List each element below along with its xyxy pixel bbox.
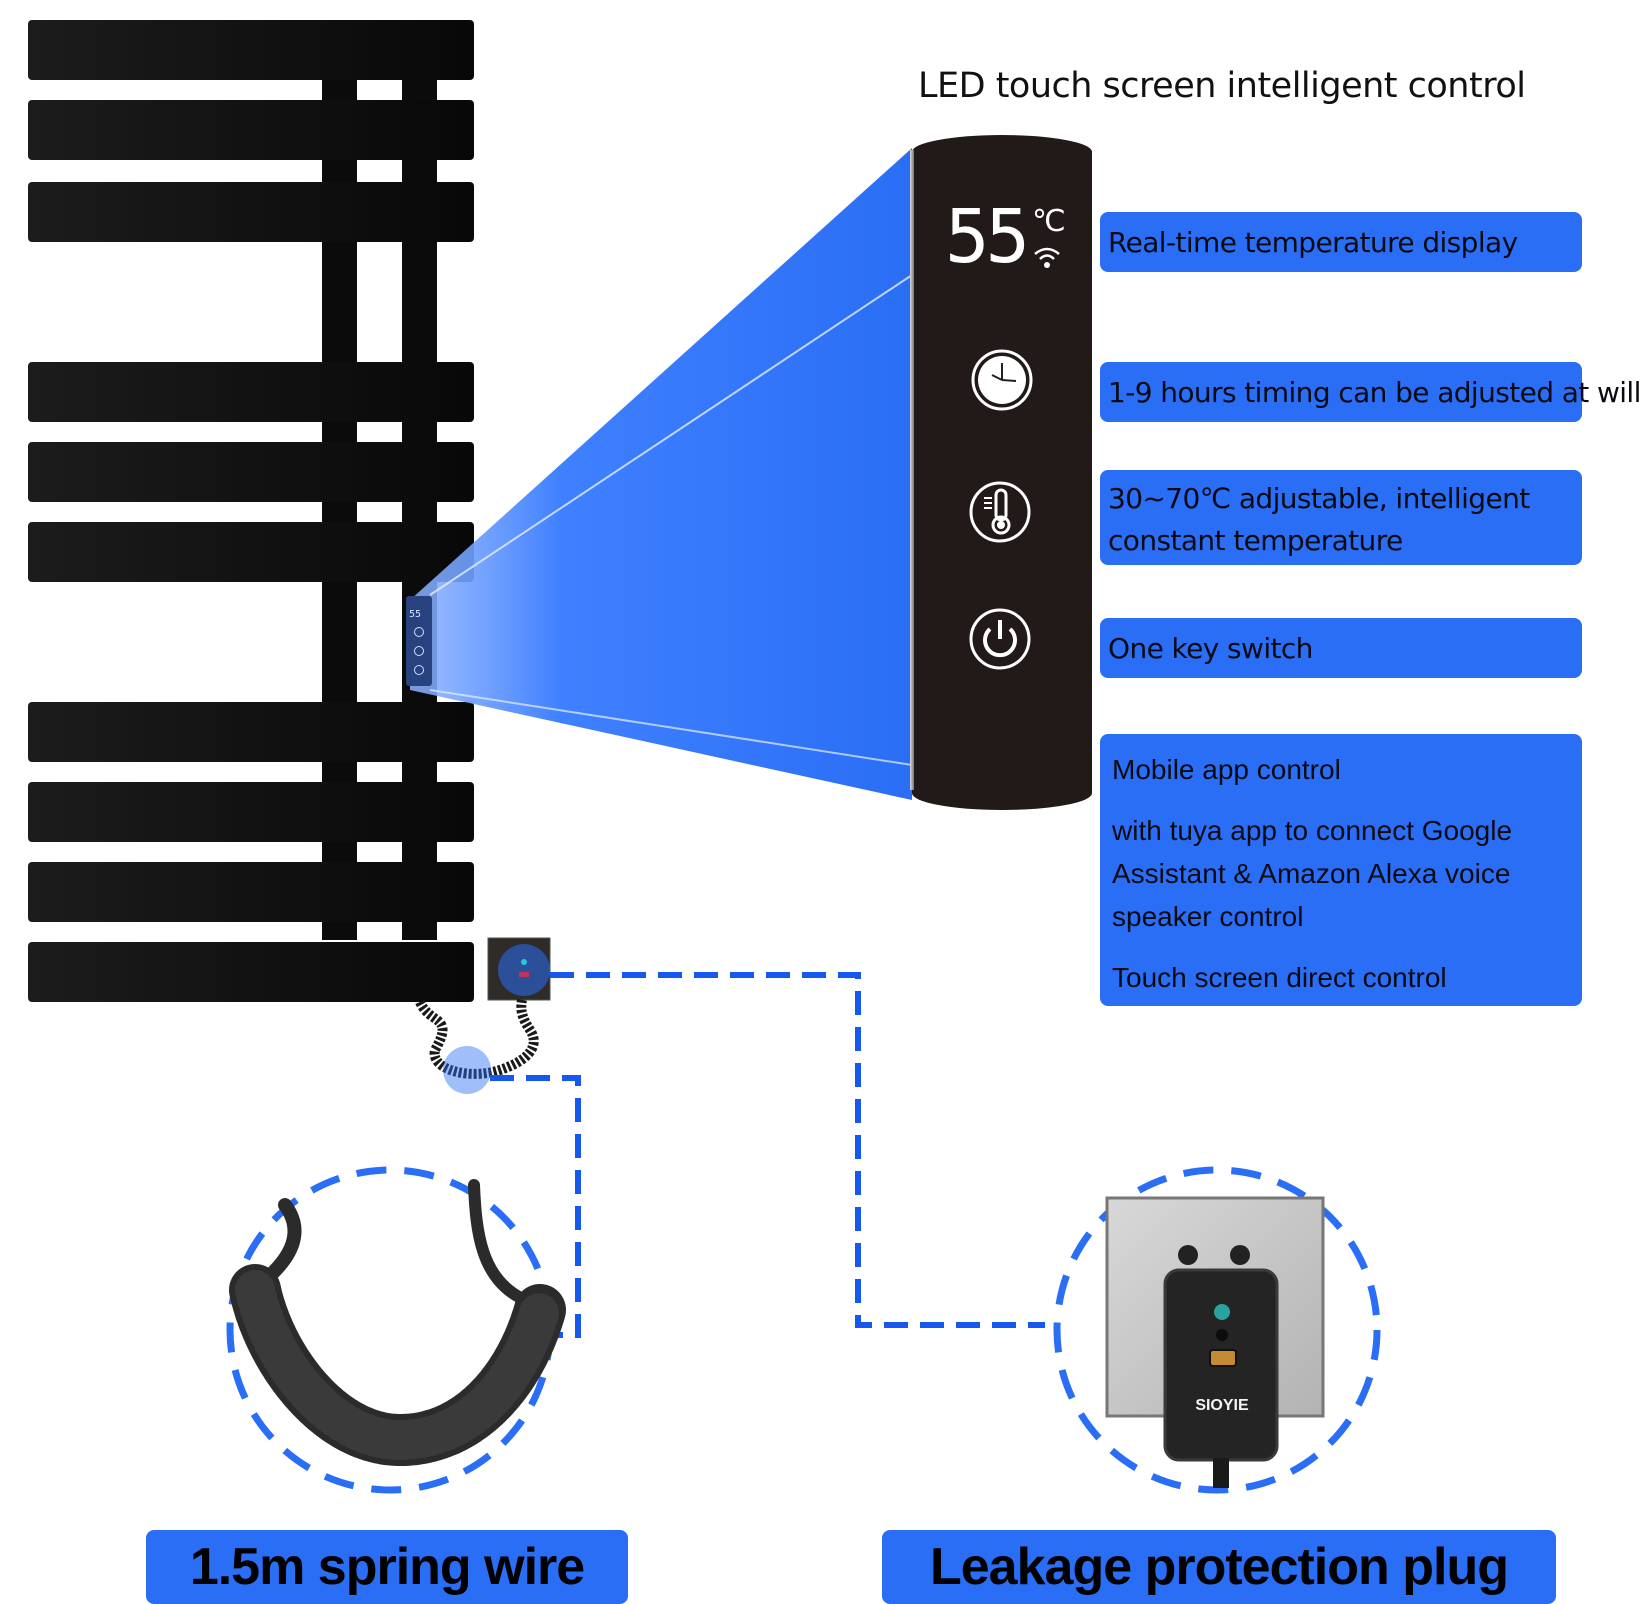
wifi-icon	[1034, 247, 1060, 268]
plug-test-button	[1209, 1349, 1237, 1367]
beam-highlight	[429, 274, 913, 596]
power-icon[interactable]	[968, 607, 1032, 671]
feature-one-key-switch: One key switch	[1100, 618, 1582, 678]
beam-highlight	[429, 689, 913, 766]
towel-bars	[28, 20, 474, 1002]
panel-edge	[910, 150, 914, 790]
app-heading: Mobile app control	[1112, 754, 1341, 785]
dashed-connectors	[490, 972, 1045, 1338]
app-footer: Touch screen direct control	[1112, 962, 1447, 993]
socket-button	[519, 972, 529, 977]
illustration: 55 SIOYIE	[28, 20, 1381, 1494]
app-line: with tuya app to connect Google	[1112, 815, 1513, 846]
plug-cord	[1213, 1458, 1229, 1488]
control-panel[interactable]	[912, 135, 1092, 810]
app-line: Assistant & Amazon Alexa voice	[1112, 858, 1511, 889]
feature-app-control: Mobile app control with tuya app to conn…	[1100, 734, 1582, 1006]
mini-power-icon	[414, 665, 424, 675]
towel-bar	[28, 100, 474, 160]
temperature-readout: 55	[945, 194, 1030, 280]
page-title: LED touch screen intelligent control	[918, 66, 1526, 106]
towel-bar	[28, 782, 474, 842]
spring-wire-image	[229, 1179, 566, 1467]
towel-bar	[28, 522, 474, 582]
temperature-unit: ℃	[1032, 204, 1066, 239]
connector-plug	[550, 972, 1045, 1328]
plug-circle	[1053, 1166, 1381, 1494]
thermometer-icon[interactable]	[968, 480, 1032, 544]
towel-bar	[28, 182, 474, 242]
mini-thermometer-icon	[414, 646, 424, 656]
towel-bar	[28, 862, 474, 922]
towel-bar	[28, 942, 474, 1002]
app-line: speaker control	[1112, 901, 1304, 932]
plug-pin	[1230, 1245, 1250, 1265]
coiled-cable-small	[415, 999, 539, 1079]
socket-highlight	[498, 944, 550, 996]
cable-highlight	[443, 1046, 491, 1094]
towel-bar	[28, 442, 474, 502]
clock-icon[interactable]	[970, 348, 1034, 412]
leakage-plug-image: SIOYIE	[1105, 1196, 1325, 1488]
plug-pin	[1178, 1245, 1198, 1265]
socket-led	[521, 959, 527, 965]
feature-timing: 1-9 hours timing can be adjusted at will	[1100, 362, 1641, 422]
plug-indicator-led	[1214, 1304, 1230, 1320]
projection-beam	[410, 148, 912, 800]
feature-temperature-display: Real-time temperature display	[1100, 212, 1582, 272]
spring-wire-label: 1.5m spring wire	[146, 1530, 628, 1604]
mini-clock-icon	[414, 627, 424, 637]
plug-brand: SIOYIE	[1195, 1397, 1249, 1414]
mini-temp-readout: 55	[409, 609, 421, 620]
towel-bar	[28, 20, 474, 80]
towel-bar	[28, 702, 474, 762]
mini-control-panel[interactable]	[406, 596, 432, 686]
feature-temperature-range: 30~70℃ adjustable, intelligent constant …	[1100, 470, 1582, 565]
leakage-plug-label: Leakage protection plug	[882, 1530, 1556, 1604]
plug-sensor	[1216, 1329, 1228, 1341]
towel-bar	[28, 362, 474, 422]
connector-spring	[490, 1075, 581, 1338]
